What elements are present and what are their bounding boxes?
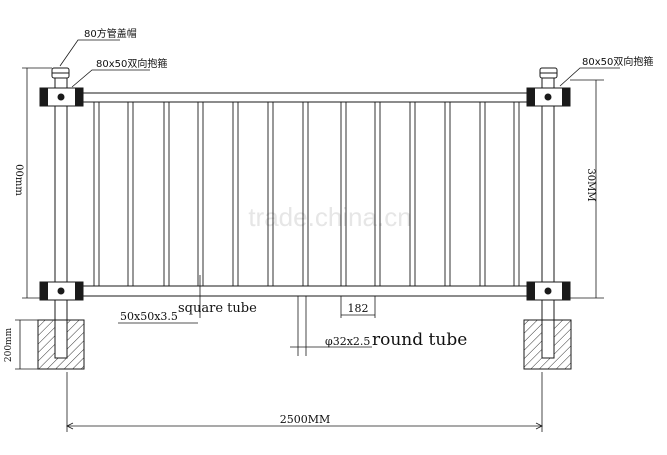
top-rail bbox=[64, 92, 549, 103]
base-height-dimension bbox=[15, 319, 38, 370]
spacing-label: 182 bbox=[348, 302, 369, 315]
square-tube-name: square tube bbox=[178, 301, 257, 316]
square-tube-callout bbox=[118, 275, 201, 324]
spacing-dimension bbox=[340, 296, 376, 318]
base-height-label: 200mm bbox=[4, 327, 14, 362]
cap-label: 80方管盖帽 bbox=[84, 27, 137, 40]
height-label-right: 30MM bbox=[585, 168, 596, 201]
total-length-label: 2500MM bbox=[280, 413, 331, 426]
clamp-top-left bbox=[39, 87, 84, 107]
square-tube-size: 50x50x3.5 bbox=[120, 310, 178, 323]
leader-lines bbox=[59, 39, 620, 88]
bottom-rail bbox=[64, 285, 549, 297]
clamp-label-right: 80x50双向抱箍 bbox=[582, 55, 653, 68]
height-dimension-right bbox=[570, 79, 604, 299]
left-post bbox=[51, 67, 70, 350]
round-tube-size: φ32x2.5 bbox=[325, 335, 370, 348]
clamp-label-left: 80x50双向抱箍 bbox=[96, 57, 167, 70]
clamp-bottom-right bbox=[526, 281, 571, 301]
watermark: trade.china.cn bbox=[248, 202, 411, 232]
footing-right bbox=[523, 319, 572, 370]
round-tube-callout bbox=[290, 296, 372, 356]
footing-left bbox=[37, 319, 85, 370]
height-dimension-left bbox=[22, 67, 52, 299]
height-label-left: 00mm bbox=[13, 164, 24, 196]
total-length-dimension bbox=[66, 372, 543, 432]
right-post bbox=[539, 67, 558, 350]
round-tube-name: round tube bbox=[372, 330, 467, 350]
clamp-top-right bbox=[526, 87, 571, 107]
clamp-bottom-left bbox=[39, 281, 84, 301]
round-tube-balusters bbox=[93, 102, 520, 286]
